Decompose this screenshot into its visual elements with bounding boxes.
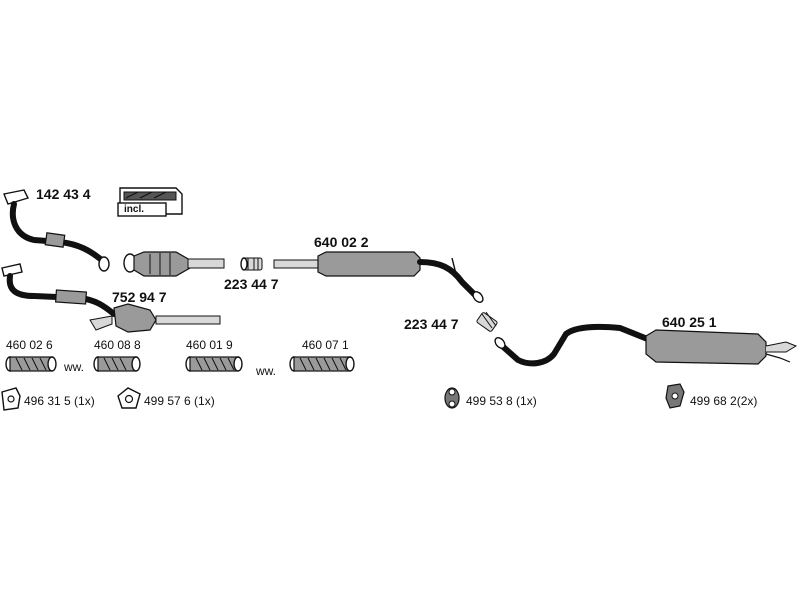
part-number-752947: 752 94 7 xyxy=(112,289,167,305)
rear-muffler-640251[interactable] xyxy=(493,323,798,367)
part-number-496315: 496 31 5 (1x) xyxy=(24,394,95,408)
ww-label-2: ww. xyxy=(256,364,277,378)
ww-label-1: ww. xyxy=(64,360,85,374)
flex-pipe-460088[interactable] xyxy=(93,356,141,372)
catalytic-converter-upper[interactable] xyxy=(123,251,225,277)
flex-pipe-460019[interactable] xyxy=(185,356,243,372)
gasket-496315[interactable] xyxy=(1,387,21,411)
part-number-223447-front: 223 44 7 xyxy=(224,276,279,292)
part-number-499538: 499 53 8 (1x) xyxy=(466,394,537,408)
flex-pipe-460026[interactable] xyxy=(5,356,57,372)
front-pipe-catalyst-752947[interactable] xyxy=(1,263,221,333)
part-number-460088: 460 08 8 xyxy=(94,338,141,352)
part-number-460019: 460 01 9 xyxy=(186,338,233,352)
rubber-mount-499538[interactable] xyxy=(444,387,460,409)
part-number-460026: 460 02 6 xyxy=(6,338,53,352)
clamp-223447-front[interactable] xyxy=(240,257,263,271)
part-number-460071: 460 07 1 xyxy=(302,338,349,352)
part-number-223447-rear: 223 44 7 xyxy=(404,316,459,332)
part-number-499682: 499 68 2(2x) xyxy=(690,394,758,408)
center-muffler-640022[interactable] xyxy=(273,251,485,304)
gasket-499576[interactable] xyxy=(117,387,141,409)
front-pipe-142434[interactable] xyxy=(3,189,110,272)
mounting-kit-box[interactable] xyxy=(117,187,183,217)
flex-pipe-460071[interactable] xyxy=(289,356,355,372)
clamp-223447-rear[interactable] xyxy=(476,311,498,332)
rubber-mount-499682[interactable] xyxy=(665,383,685,409)
part-number-142434: 142 43 4 xyxy=(36,186,91,202)
kit-label: incl. xyxy=(124,204,145,215)
part-number-499576: 499 57 6 (1x) xyxy=(144,394,215,408)
part-number-640251: 640 25 1 xyxy=(662,314,717,330)
part-number-640022: 640 02 2 xyxy=(314,234,369,250)
